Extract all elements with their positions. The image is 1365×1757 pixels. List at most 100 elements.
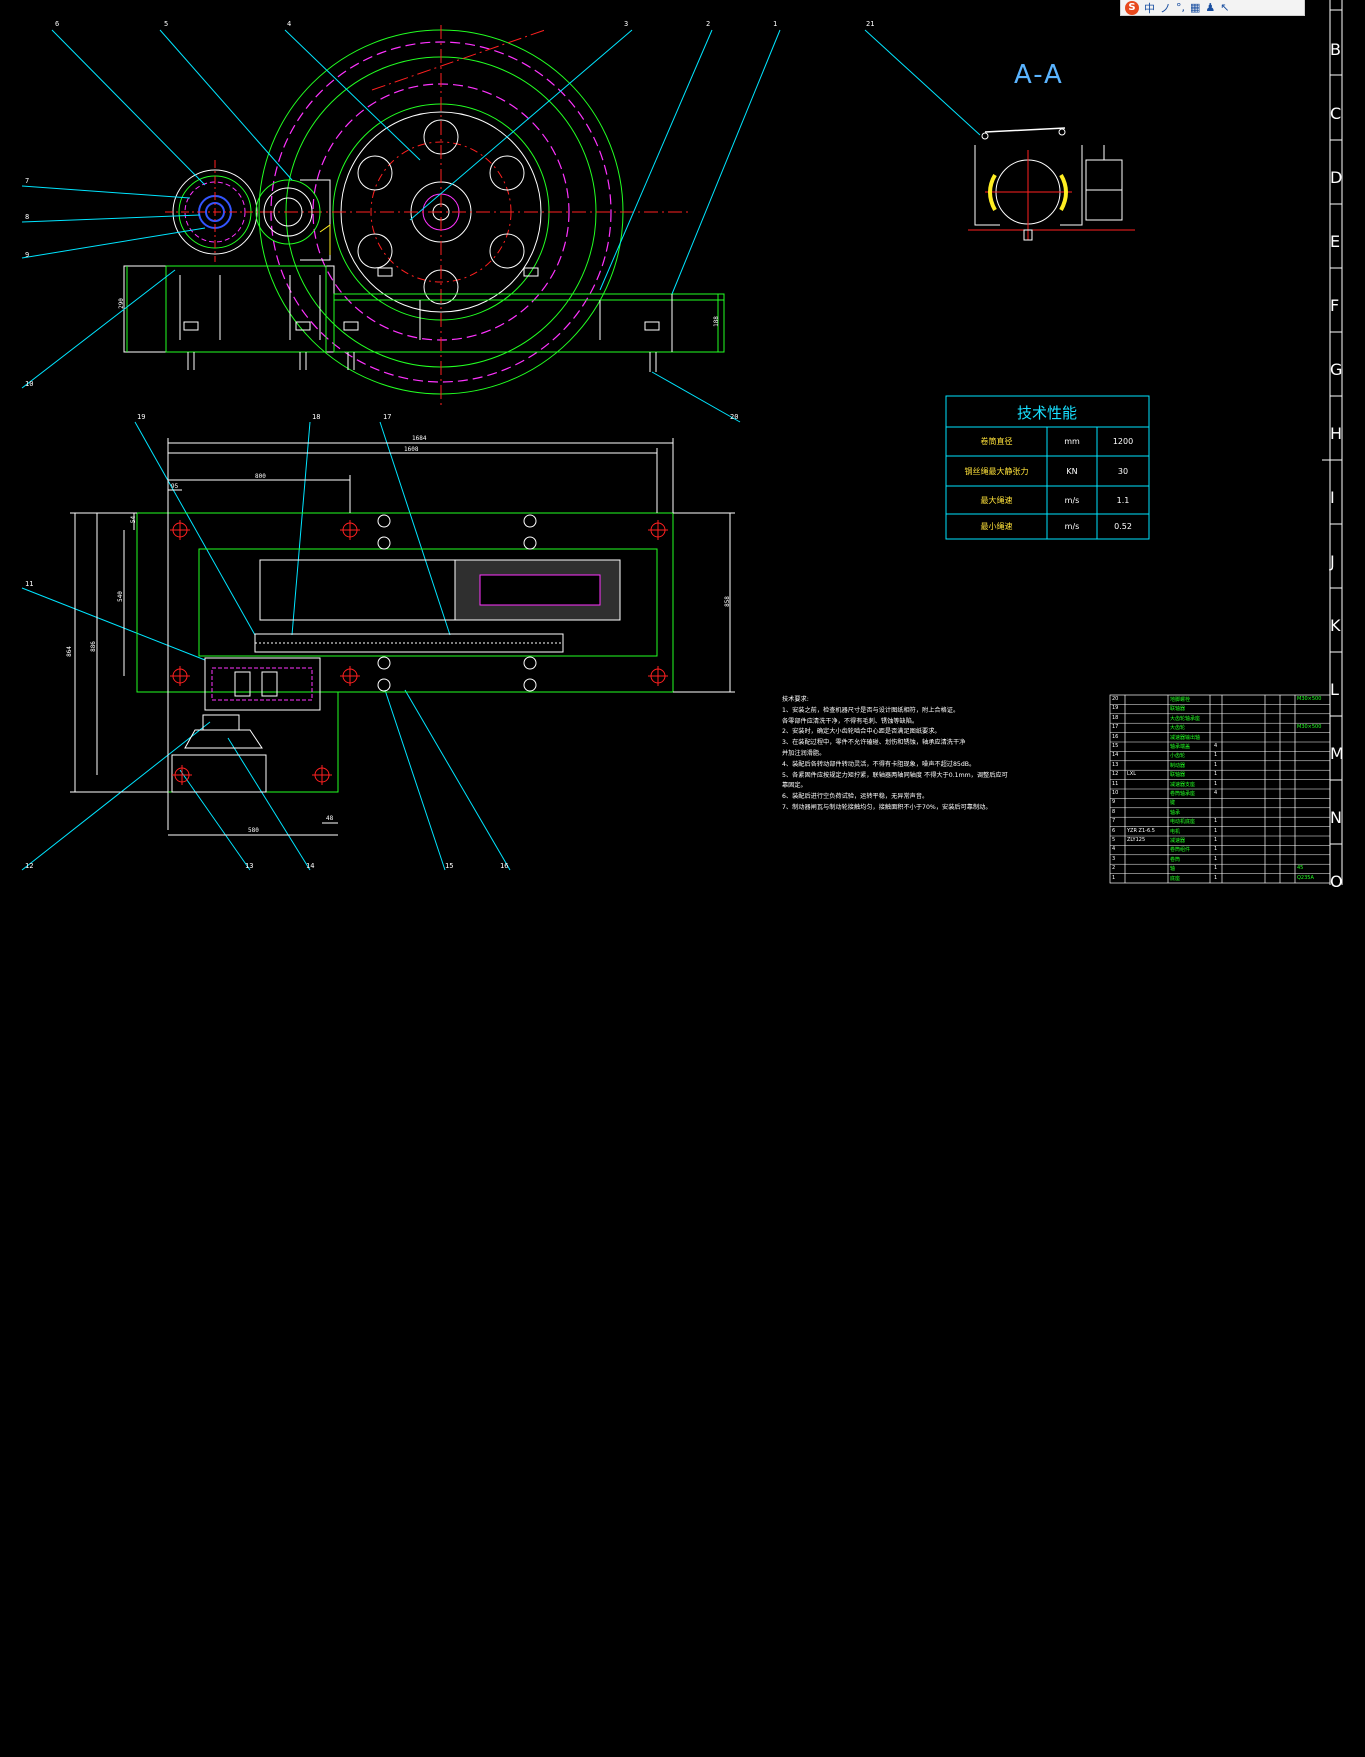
notes-title: 技术要求: (782, 696, 809, 703)
bom-cell-code: ZLY125 (1127, 837, 1146, 843)
bom-cell-name: 大齿轮 (1170, 725, 1186, 732)
bom-cell-qty: 4 (1214, 790, 1218, 796)
callout-number: 17 (383, 413, 392, 421)
dimension-text: 864 (65, 646, 73, 657)
perf-param-value: 1.1 (1116, 495, 1130, 505)
ime-punct-icon[interactable]: °, (1176, 1, 1185, 14)
ruler-label: J (1330, 552, 1335, 571)
dimension-text: 1608 (404, 446, 419, 453)
bom-cell-no: 13 (1112, 761, 1119, 768)
bom-cell-no: 16 (1112, 733, 1119, 740)
bom-row: 16 减速器输出轴 (1110, 733, 1330, 742)
dimension-text: 54 (130, 515, 138, 524)
bom-cell-note: M30×500 (1297, 724, 1322, 731)
dimension-text: 95 (171, 483, 179, 490)
perf-param-unit: mm (1064, 437, 1080, 446)
cad-drawing-canvas[interactable] (0, 0, 1365, 885)
bom-cell-no: 14 (1112, 752, 1119, 759)
ime-lang-toggle[interactable]: 中 (1144, 1, 1155, 15)
bom-row: 18 大齿轮轴承座 (1110, 714, 1330, 723)
bom-cell-qty: 1 (1214, 752, 1218, 759)
bom-cell-no: 2 (1112, 865, 1116, 872)
bom-cell-qty: 1 (1214, 855, 1218, 862)
callout-number: 18 (312, 413, 321, 421)
dimension-text: 48 (326, 815, 334, 822)
leader-lines (21, 29, 981, 871)
front-view (123, 25, 725, 405)
perf-param-unit: KN (1066, 466, 1078, 476)
bom-cell-name: 减速器输出轴 (1170, 734, 1201, 741)
bom-cell-note: M30×500 (1297, 696, 1322, 702)
bom-row: 14 小齿轮 1 (1110, 751, 1330, 760)
callout-number: 8 (25, 213, 30, 221)
notes-line: 6、装配后进行空负荷试验，运转平稳，无异常声音。 (782, 793, 929, 801)
bom-cell-no: 7 (1112, 818, 1116, 825)
callout-number: 20 (730, 413, 739, 421)
callout-number: 13 (245, 862, 254, 870)
performance-table-title: 技术性能 (1016, 403, 1077, 422)
bom-cell-name: 轴 (1170, 866, 1176, 873)
callout-number: 1 (773, 20, 778, 28)
callout-number: 7 (25, 177, 30, 185)
notes-line: 5、各紧固件应按规定力矩拧紧，联轴器两轴同轴度 不得大于0.1mm，调整后应可 (782, 771, 1008, 779)
bom-cell-name: 卷筒组件 (1170, 847, 1191, 854)
ruler-label: F (1330, 296, 1340, 315)
ime-tools-icon[interactable]: ↖ (1220, 1, 1230, 14)
bom-cell-name: 地脚螺栓 (1170, 697, 1191, 703)
ime-moon-icon[interactable]: ノ (1160, 1, 1171, 15)
technical-notes: 技术要求: 1、安装之前，检查机器尺寸是否与设计图纸相符，附上合格证。 各零部件… (782, 695, 1092, 814)
perf-param-unit: m/s (1064, 522, 1080, 531)
notes-line: 各零部件应清洗干净，不得有毛刺、锈蚀等缺陷。 (782, 717, 919, 725)
ime-toolbar[interactable]: S 中 ノ °, ▦ ♟ ↖ (1120, 0, 1305, 16)
ruler-label: H (1330, 424, 1343, 443)
sogou-logo-icon[interactable]: S (1125, 0, 1139, 15)
perf-param-value: 30 (1117, 466, 1129, 476)
notes-line: 3、在装配过程中，零件不允许磕碰、划伤和锈蚀，轴承应清洗干净 (782, 739, 966, 747)
callout-number: 15 (445, 862, 454, 870)
callout-number: 19 (137, 413, 146, 421)
bom-cell-name: 小齿轮 (1170, 753, 1186, 760)
bom-cell-name: 大齿轮轴承座 (1170, 715, 1201, 722)
callout-number: 10 (25, 380, 34, 388)
bom-cell-name: 轴承端盖 (1170, 744, 1191, 750)
section-view-title: A-A (1014, 60, 1064, 90)
dimension-text: 800 (255, 473, 266, 480)
dimension-text: 188 (712, 316, 720, 327)
notes-line: 靠固定。 (782, 782, 807, 790)
bom-cell-name: 电机 (1170, 828, 1181, 835)
perf-param-name: 最小绳速 (980, 522, 1013, 531)
ime-skin-icon[interactable]: ♟ (1205, 1, 1216, 14)
section-a-a-view (968, 127, 1135, 241)
bom-cell-no: 4 (1112, 846, 1116, 853)
bom-cell-no: 1 (1112, 874, 1116, 881)
bom-cell-no: 8 (1112, 808, 1116, 815)
callout-number: 6 (55, 20, 60, 28)
bom-cell-qty: 1 (1214, 771, 1218, 778)
bom-cell-qty: 1 (1214, 827, 1218, 834)
bom-cell-no: 18 (1112, 714, 1119, 721)
ime-keyboard-icon[interactable]: ▦ (1190, 1, 1201, 14)
drawing-border (1322, 0, 1343, 885)
callout-number: 12 (25, 862, 34, 870)
bom-cell-name: 联轴器 (1170, 706, 1186, 713)
perf-param-value: 1200 (1112, 437, 1134, 446)
bom-cell-qty: 1 (1214, 846, 1218, 853)
dimension-text: 1684 (412, 435, 427, 442)
perf-param-name: 最大绳速 (980, 495, 1013, 505)
perf-param-unit: m/s (1064, 495, 1080, 505)
ruler-label: N (1330, 808, 1342, 827)
bom-cell-qty: 1 (1214, 761, 1218, 768)
bom-cell-qty: 1 (1214, 818, 1218, 825)
callout-number: 2 (706, 20, 711, 28)
bom-cell-no: 10 (1112, 790, 1119, 796)
ruler-label: L (1330, 680, 1339, 699)
dimension-text: 858 (723, 596, 731, 607)
bom-cell-code: YZR Z1-6.5 (1127, 827, 1155, 834)
plan-view (70, 438, 735, 836)
